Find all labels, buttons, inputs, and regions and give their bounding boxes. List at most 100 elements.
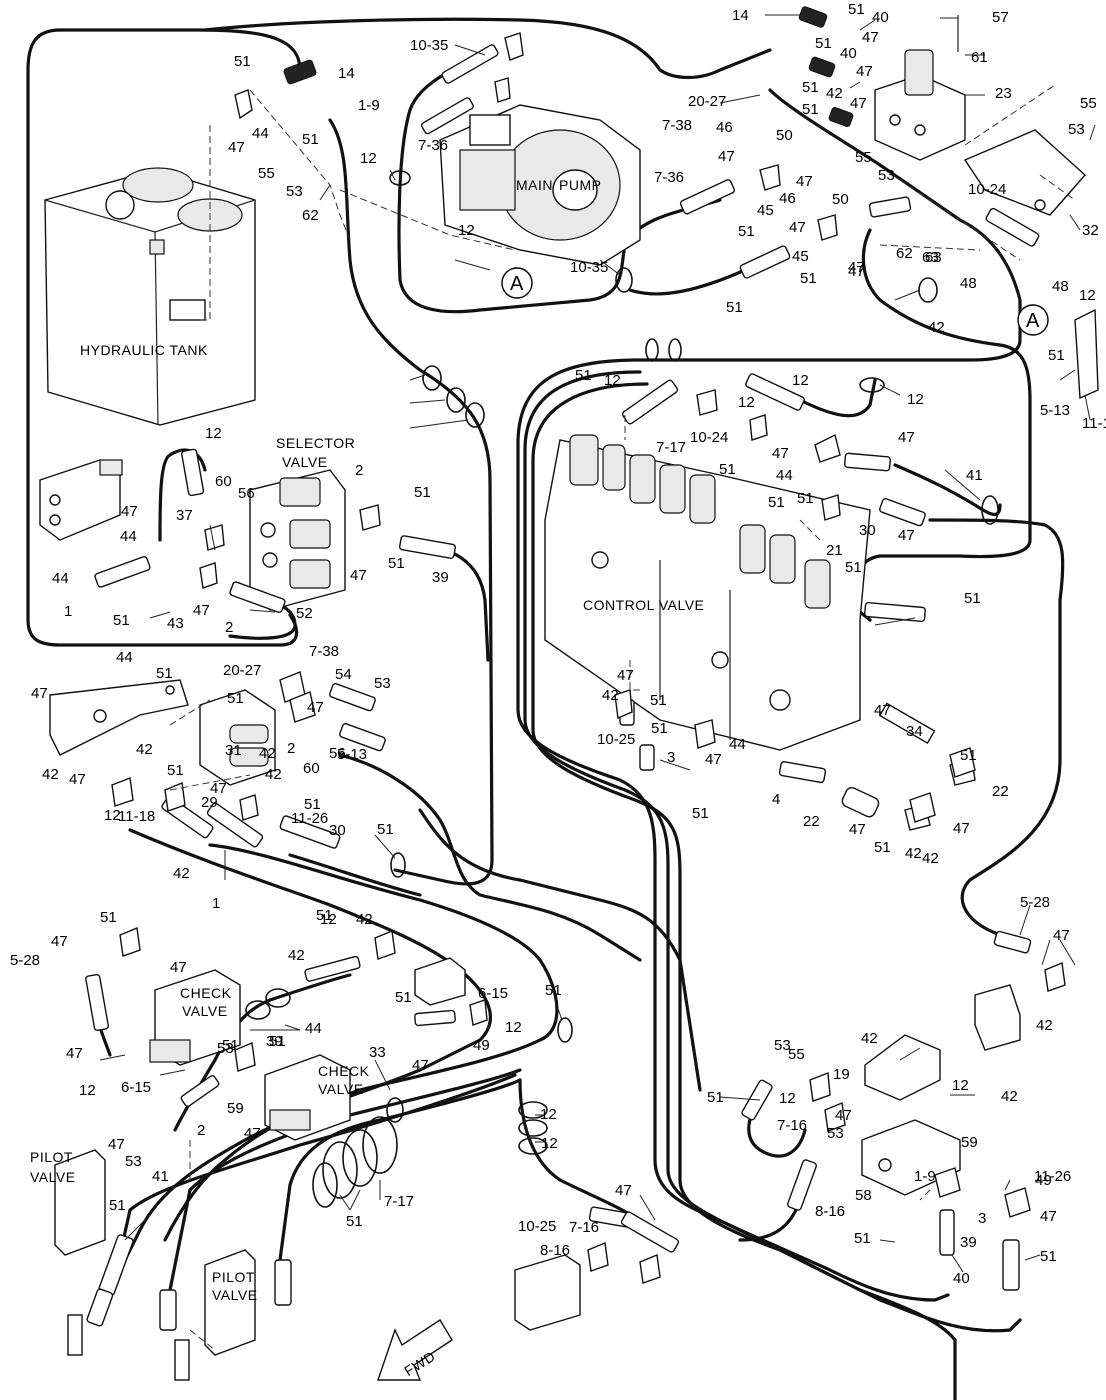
part-number-label: 8-16 <box>540 1242 570 1259</box>
part-number-label: 6-15 <box>121 1079 151 1096</box>
part-number-label: 20-27 <box>688 93 726 110</box>
part-number-label: 40 <box>840 45 857 62</box>
part-number-label: 12 <box>104 807 121 824</box>
assembly-dashed-lines <box>169 84 1076 1351</box>
part-number-label: 42 <box>905 845 922 862</box>
part-number-label: 10-25 <box>518 1218 556 1235</box>
part-number-label: 51 <box>768 494 785 511</box>
part-number-label: 53 <box>286 183 303 200</box>
part-number-label: 42 <box>288 947 305 964</box>
part-number-label: 41 <box>152 1168 169 1185</box>
elbow-fittings <box>111 32 1066 1284</box>
part-number-label: 51 <box>738 223 755 240</box>
part-number-label: 47 <box>898 429 915 446</box>
part-number-label: 51 <box>388 555 405 572</box>
part-number-label: 46 <box>716 119 733 136</box>
part-number-label: 50 <box>832 191 849 208</box>
part-number-label: 10-25 <box>597 731 635 748</box>
part-number-label: 11-18 <box>1082 415 1106 432</box>
part-number-label: 37 <box>176 507 193 524</box>
part-number-label: 3 <box>667 749 675 766</box>
part-number-label: 51 <box>222 1037 239 1054</box>
part-number-label: 12 <box>540 1106 557 1123</box>
part-number-label: 63 <box>925 249 942 266</box>
part-number-label: 51 <box>302 131 319 148</box>
bracket-37 <box>1074 308 1099 400</box>
hose-routes <box>26 17 1065 1400</box>
part-number-label: 34 <box>906 723 923 740</box>
part-number-label: 47 <box>862 29 879 46</box>
part-number-label: 51 <box>575 367 592 384</box>
part-number-label: 42 <box>922 850 939 867</box>
part-number-label: 2 <box>225 619 233 636</box>
part-number-label: 31 <box>225 742 242 759</box>
part-number-label: 42 <box>826 85 843 102</box>
part-number-label: 1-9 <box>358 97 380 114</box>
pilot-valve-a-label-2: VALVE <box>30 1169 76 1185</box>
part-number-label: 51 <box>395 989 412 1006</box>
part-number-label: 53 <box>878 167 895 184</box>
part-number-label: 44 <box>776 467 793 484</box>
part-number-label: 51 <box>964 590 981 607</box>
part-number-label: 1 <box>212 895 220 912</box>
part-number-label: 51 <box>797 490 814 507</box>
part-number-label: 2 <box>355 462 363 479</box>
part-number-label: 51 <box>651 720 668 737</box>
part-number-label: 42 <box>1036 1017 1053 1034</box>
part-number-label: 53 <box>217 1040 234 1057</box>
part-number-label: 47 <box>789 219 806 236</box>
part-number-label: 47 <box>170 959 187 976</box>
part-number-label: 11-26 <box>291 810 328 827</box>
part-number-label: 47 <box>193 602 210 619</box>
part-number-label: 51 <box>269 1033 286 1050</box>
part-number-label: 47 <box>705 751 722 768</box>
part-number-label: 3 <box>978 1210 986 1227</box>
part-number-label: 51 <box>414 484 431 501</box>
part-number-label: 22 <box>992 783 1009 800</box>
part-number-label: 51 <box>1040 1248 1057 1265</box>
part-number-label: 47 <box>121 503 138 520</box>
part-number-label: 47 <box>210 780 227 797</box>
callout-a-pump-label: A <box>510 273 524 295</box>
part-number-label: 51 <box>304 796 321 813</box>
part-number-label: 51 <box>802 79 819 96</box>
part-number-label: 7-16 <box>777 1117 807 1134</box>
part-number-label: 39 <box>960 1234 977 1251</box>
part-number-label: 47 <box>848 259 865 276</box>
part-number-label: 1 <box>64 603 72 620</box>
part-number-label: 47 <box>307 699 324 716</box>
main-pump-label-1: MAIN <box>516 177 553 193</box>
callout-a-right: A <box>1017 304 1049 336</box>
part-number-label: 44 <box>305 1020 322 1037</box>
callout-a-right-label: A <box>1026 310 1040 332</box>
part-number-label: 2 <box>197 1122 205 1139</box>
part-number-label: 14 <box>732 7 749 24</box>
part-number-label: 42 <box>1001 1088 1018 1105</box>
part-number-label: 51 <box>874 839 891 856</box>
part-number-label: 7-16 <box>569 1219 599 1236</box>
part-number-label: 12 <box>79 1082 96 1099</box>
part-number-label: 51 <box>726 299 743 316</box>
part-number-label: 12 <box>792 372 809 389</box>
part-number-label: 51 <box>960 747 977 764</box>
part-number-label: 5-28 <box>1020 894 1050 911</box>
part-number-label: 51 <box>692 805 709 822</box>
part-number-label: 40 <box>872 9 889 26</box>
part-number-label: 4 <box>772 791 780 808</box>
part-number-label: 49 <box>1035 1172 1052 1189</box>
part-number-label: 47 <box>796 173 813 190</box>
part-number-label: 7-36 <box>418 137 448 154</box>
part-number-label: 32 <box>1082 222 1099 239</box>
part-number-label: 51 <box>802 101 819 118</box>
pilot-valve-b: PILOT VALVE <box>174 1249 257 1381</box>
part-number-label: 7-36 <box>654 169 684 186</box>
part-number-label: 11-26 <box>1034 1168 1071 1185</box>
part-number-label: 22 <box>803 813 820 830</box>
block-bottom-center <box>514 1254 581 1331</box>
part-number-label: 51 <box>377 821 394 838</box>
check-valve-a-label-1: CHECK <box>180 985 232 1001</box>
part-number-label: 47 <box>856 63 873 80</box>
part-number-label: 51 <box>848 1 865 18</box>
part-number-label: 55 <box>1080 95 1097 112</box>
